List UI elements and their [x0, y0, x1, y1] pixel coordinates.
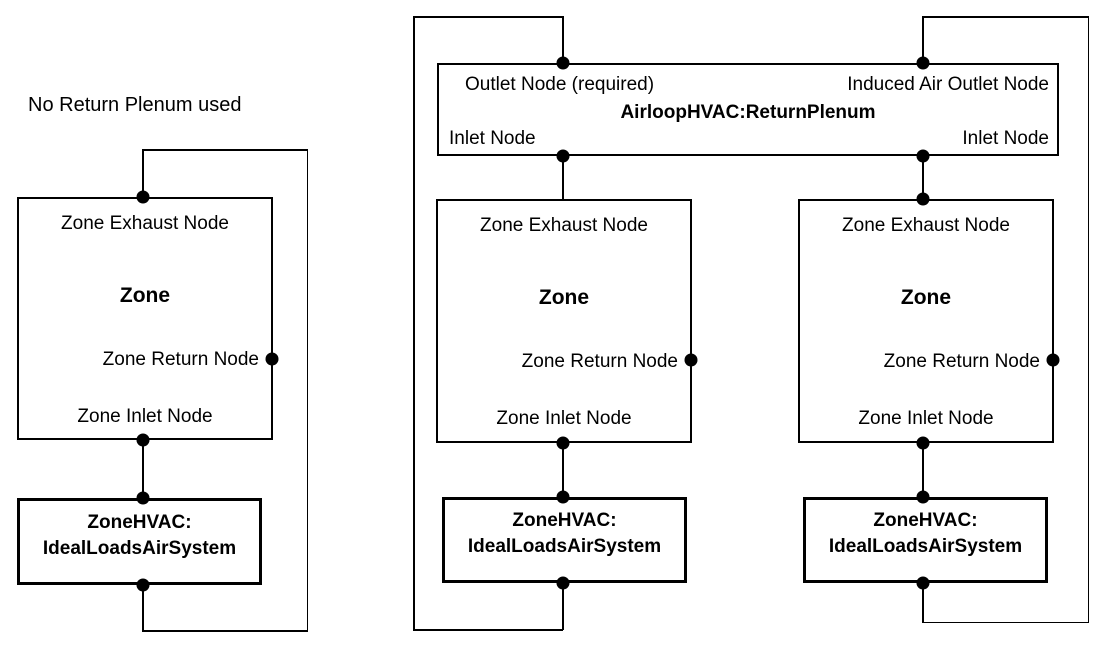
node-dot-icon [556, 576, 570, 590]
connector-line [922, 582, 924, 623]
plenum-title-label: AirloopHVAC:ReturnPlenum [620, 102, 876, 123]
zone-name-label: Zone [538, 286, 590, 309]
connector-line [922, 16, 1089, 18]
plenum-inlet-node-left-label: Inlet Node [449, 128, 536, 149]
zonehvac-label-line2: IdealLoadsAirSystem [42, 537, 237, 559]
node-dot-icon [136, 491, 150, 505]
connector-line [413, 16, 563, 18]
connector-line [562, 155, 564, 200]
zone-box-right: Zone Exhaust Node Zone Zone Return Node … [798, 199, 1054, 443]
zonehvac-label-line1: ZoneHVAC: [87, 511, 192, 533]
connector-line [142, 584, 144, 631]
connector-line [562, 16, 564, 64]
zonehvac-ideal-loads-box-right: ZoneHVAC: IdealLoadsAirSystem [803, 497, 1048, 583]
plenum-inlet-node-right-label: Inlet Node [962, 128, 1049, 149]
zone-box-left-diagram: Zone Exhaust Node Zone Zone Return Node … [17, 197, 273, 440]
node-dot-icon [1046, 353, 1060, 367]
node-dot-icon [916, 149, 930, 163]
zonehvac-label-line2: IdealLoadsAirSystem [467, 536, 662, 557]
zone-box-middle: Zone Exhaust Node Zone Zone Return Node … [436, 199, 692, 443]
node-dot-icon [265, 352, 279, 366]
node-dot-icon [556, 490, 570, 504]
connector-line [1087, 16, 1089, 623]
plenum-outlet-node-label: Outlet Node (required) [465, 74, 655, 95]
zonehvac-label-line1: ZoneHVAC: [873, 510, 978, 531]
zone-inlet-node-label: Zone Inlet Node [858, 408, 994, 429]
connector-line [922, 621, 1089, 623]
zonehvac-label-line1: ZoneHVAC: [512, 510, 617, 531]
connector-line [142, 439, 144, 499]
node-dot-icon [916, 490, 930, 504]
zone-exhaust-node-label: Zone Exhaust Node [842, 215, 1010, 236]
zone-exhaust-node-label: Zone Exhaust Node [480, 215, 648, 236]
connector-line [306, 149, 308, 631]
connector-line [142, 630, 308, 632]
zone-return-node-label: Zone Return Node [102, 349, 259, 370]
zone-name-label: Zone [119, 284, 171, 307]
connector-line [922, 16, 924, 64]
node-dot-icon [136, 190, 150, 204]
node-dot-icon [556, 149, 570, 163]
airloop-return-plenum-box: Outlet Node (required) Induced Air Outle… [437, 63, 1059, 156]
node-dot-icon [684, 353, 698, 367]
connector-line [922, 155, 924, 200]
connector-line [142, 149, 308, 151]
connector-line [922, 442, 924, 498]
zonehvac-label-line2: IdealLoadsAirSystem [828, 536, 1023, 557]
zonehvac-ideal-loads-box-middle: ZoneHVAC: IdealLoadsAirSystem [442, 497, 687, 583]
plenum-induced-air-outlet-node-label: Induced Air Outlet Node [847, 74, 1049, 95]
node-dot-icon [136, 433, 150, 447]
node-dot-icon [916, 436, 930, 450]
connector-line [413, 16, 415, 630]
node-dot-icon [916, 56, 930, 70]
zone-exhaust-node-label: Zone Exhaust Node [61, 213, 229, 234]
connector-line [142, 149, 144, 198]
zone-inlet-node-label: Zone Inlet Node [77, 406, 213, 427]
zone-return-node-label: Zone Return Node [521, 351, 678, 372]
node-dot-icon [556, 56, 570, 70]
node-dot-icon [916, 576, 930, 590]
zonehvac-ideal-loads-box-left-diagram: ZoneHVAC: IdealLoadsAirSystem [17, 498, 262, 585]
node-dot-icon [556, 436, 570, 450]
zone-return-node-label: Zone Return Node [883, 351, 1040, 372]
zone-inlet-node-label: Zone Inlet Node [496, 408, 632, 429]
no-return-plenum-title: No Return Plenum used [28, 94, 242, 116]
node-dot-icon [136, 578, 150, 592]
node-dot-icon [916, 192, 930, 206]
connector-line [413, 629, 563, 631]
zone-name-label: Zone [900, 286, 952, 309]
connector-line [562, 442, 564, 498]
connector-line [562, 582, 564, 630]
